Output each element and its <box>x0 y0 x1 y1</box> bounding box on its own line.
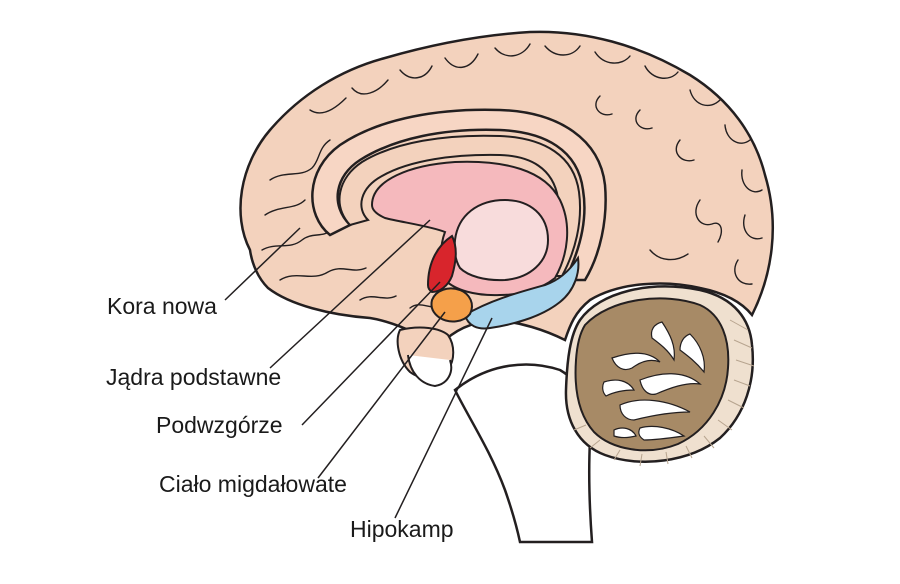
leader-line-hipokamp <box>394 317 493 519</box>
leader-line-cialo <box>317 311 446 479</box>
label-hipokamp: Hipokamp <box>350 516 454 542</box>
label-cialo-migdalowate: Ciało migdałowate <box>159 471 347 497</box>
leader-line-jadra <box>269 219 431 369</box>
label-kora-nowa: Kora nowa <box>107 293 217 319</box>
thalamus <box>453 198 550 282</box>
leader-line-kora <box>224 227 301 301</box>
amygdala <box>430 287 473 323</box>
leader-lines <box>224 219 493 519</box>
label-podwzgorze: Podwzgórze <box>156 412 283 438</box>
hippocampus <box>463 255 580 330</box>
pituitary-white <box>407 354 453 388</box>
leader-line-podwzgorze <box>301 281 441 426</box>
hypothalamus <box>426 234 457 294</box>
cerebellum <box>564 285 755 467</box>
brainstem <box>453 363 594 544</box>
label-jadra-podstawne: Jądra podstawne <box>106 364 282 390</box>
